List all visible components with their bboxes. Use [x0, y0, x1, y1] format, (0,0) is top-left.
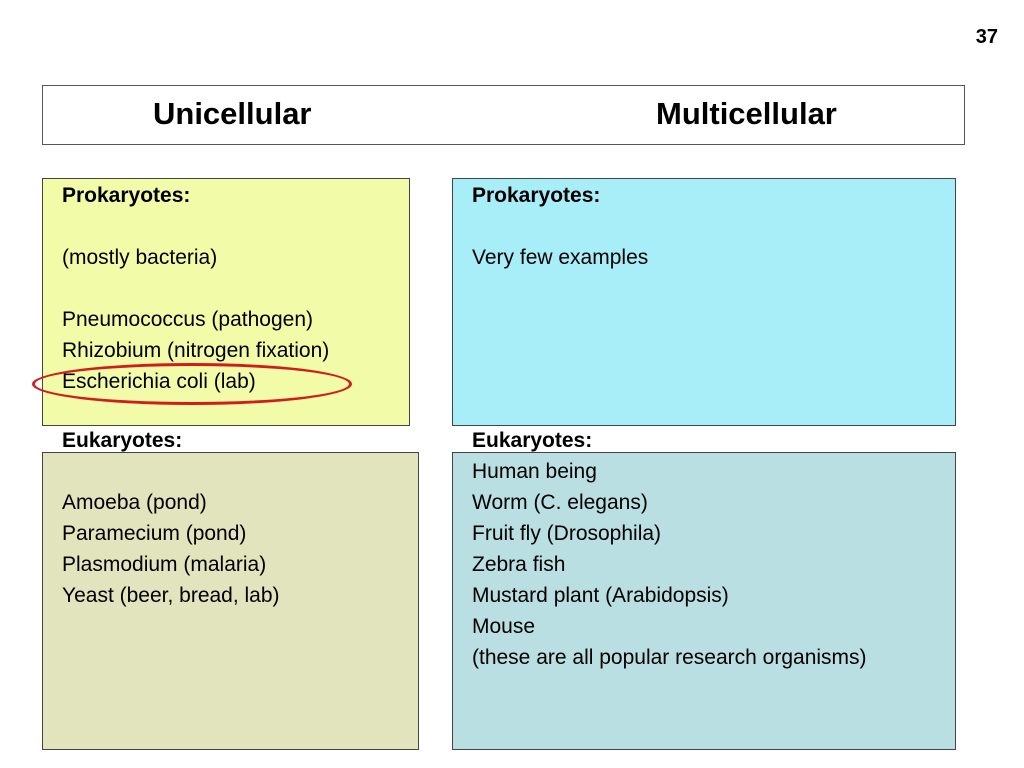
multicellular-eukaryotes-box — [452, 452, 956, 750]
list-item: (mostly bacteria) — [62, 246, 218, 269]
multicellular-eukaryotes-heading: Eukaryotes: — [472, 429, 593, 452]
list-item — [62, 211, 329, 242]
list-item: Very few examples — [472, 246, 649, 269]
list-item: Paramecium (pond) — [62, 522, 247, 545]
unicellular-eukaryotes-text: Eukaryotes: Amoeba (pond) Paramecium (po… — [62, 425, 280, 611]
list-item: Worm (C. elegans) — [472, 491, 648, 514]
header-unicellular: Unicellular — [153, 96, 312, 131]
list-item: Yeast (beer, bread, lab) — [62, 584, 280, 607]
list-item: Zebra fish — [472, 553, 566, 576]
unicellular-eukaryotes-box — [42, 452, 419, 750]
multicellular-prokaryotes-heading: Prokaryotes: — [472, 184, 601, 207]
list-item: Plasmodium (malaria) — [62, 553, 267, 576]
multicellular-eukaryotes-text: Eukaryotes: Human being Worm (C. elegans… — [472, 425, 867, 673]
list-item — [62, 273, 329, 304]
list-item — [62, 456, 280, 487]
unicellular-prokaryotes-heading: Prokaryotes: — [62, 184, 191, 207]
list-item: Fruit fly (Drosophila) — [472, 522, 662, 545]
unicellular-eukaryotes-heading: Eukaryotes: — [62, 429, 183, 452]
list-item — [472, 211, 648, 242]
highlight-circle — [32, 363, 352, 405]
multicellular-prokaryotes-box — [452, 178, 956, 426]
list-item: (these are all popular research organism… — [472, 646, 867, 669]
list-item: Pneumococcus (pathogen) — [62, 308, 313, 331]
header-box: Unicellular Multicellular — [42, 85, 965, 145]
list-item: Mustard plant (Arabidopsis) — [472, 584, 729, 607]
list-item: Rhizobium (nitrogen fixation) — [62, 339, 330, 362]
list-item: Human being — [472, 460, 597, 483]
multicellular-prokaryotes-text: Prokaryotes: Very few examples — [472, 180, 648, 273]
page-number: 37 — [975, 26, 998, 48]
header-multicellular: Multicellular — [656, 96, 837, 131]
list-item: Mouse — [472, 615, 536, 638]
list-item: Amoeba (pond) — [62, 491, 207, 514]
